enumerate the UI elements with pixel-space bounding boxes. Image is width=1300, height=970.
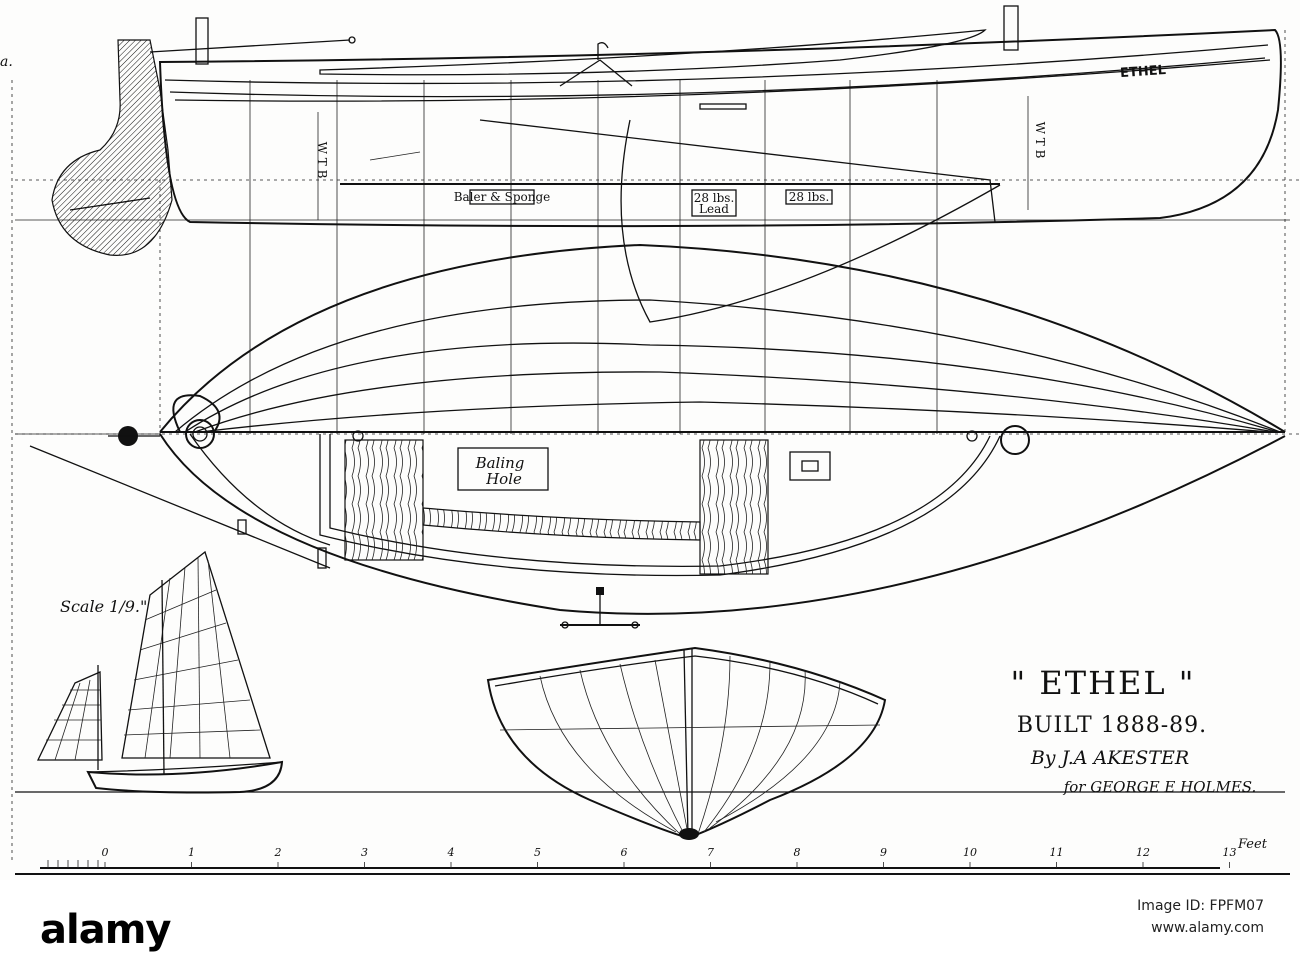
scale-tick-label: 9	[880, 846, 887, 859]
wtb-label-fwd: W T B	[1033, 122, 1047, 159]
waterline-guides	[15, 179, 1300, 435]
profile-view: W T B W T B Baler & Sponge 28 lbs. Lead …	[51, 5, 1282, 323]
scale-tick-label: 0	[102, 846, 109, 859]
hull-profile-outline	[158, 28, 1282, 228]
scale-tick-label: 8	[794, 846, 801, 859]
station-lines	[159, 30, 1286, 434]
baling-hole-label-line1: Baling	[475, 454, 525, 472]
deck-plan-outline	[159, 433, 1286, 615]
scale-tick-label: 4	[447, 846, 455, 859]
weight-label-2: 28 lbs.	[789, 190, 830, 204]
owner-credit: for GEORGE E HOLMES.	[1063, 778, 1257, 796]
wtb-label-aft: W T B	[315, 142, 329, 179]
deck-plan: Baling Hole	[29, 394, 1286, 629]
body-plan	[486, 646, 887, 840]
title-block: " ETHEL " BUILT 1888-89. By J.A AKESTER …	[1011, 664, 1257, 796]
margin-guide: a.	[0, 54, 13, 860]
designer-credit: By J.A AKESTER	[1030, 747, 1189, 769]
baler-sponge-label: Baler & Sponge	[454, 190, 551, 204]
scale-tick-label: 3	[361, 846, 368, 859]
lead-weight-sub-label: Lead	[699, 202, 729, 216]
watermark-id-block: Image ID: FPFM07 www.alamy.com	[964, 895, 1264, 939]
scale-tick-label: 2	[274, 846, 282, 859]
scale-tick-label: 6	[621, 846, 628, 859]
scale-note: Scale 1/9."	[60, 597, 147, 616]
built-date: BUILT 1888-89.	[1017, 713, 1207, 738]
hull-name-label: ETHEL	[1120, 63, 1167, 81]
thwart-fwd	[699, 439, 769, 575]
watermark-image-id: Image ID: FPFM07	[1137, 898, 1264, 914]
plan-view-waterlines	[15, 243, 1286, 435]
watermark-url: www.alamy.com	[1151, 920, 1264, 936]
baling-hole-label-line2: Hole	[485, 470, 522, 488]
thwart-aft	[344, 439, 424, 561]
ethel-boat-plan-drawing: a. W T	[0, 5, 1300, 875]
body-plan-outline	[486, 646, 887, 840]
scale-tick-label: 7	[707, 846, 714, 859]
drawing-title: " ETHEL "	[1011, 664, 1196, 702]
scale-tick-label: 13	[1223, 846, 1237, 859]
scale-tick-label: 1	[188, 846, 195, 859]
scale-tick-label: 5	[534, 846, 541, 859]
rudder	[51, 39, 173, 256]
sail-plan-sketch	[36, 550, 284, 794]
lead-weight-label: 28 lbs.	[694, 191, 735, 205]
scale-tick-label: 10	[963, 846, 977, 859]
watermark-band	[0, 880, 1300, 970]
scale-tick-label: 11	[1050, 846, 1064, 859]
scale-unit-label: Feet	[1237, 837, 1268, 852]
scale-subdivisions	[47, 860, 99, 868]
margin-mark-a: a.	[0, 54, 13, 70]
scale-tick-label: 12	[1136, 846, 1150, 859]
watermark-logo: alamy	[40, 907, 171, 953]
